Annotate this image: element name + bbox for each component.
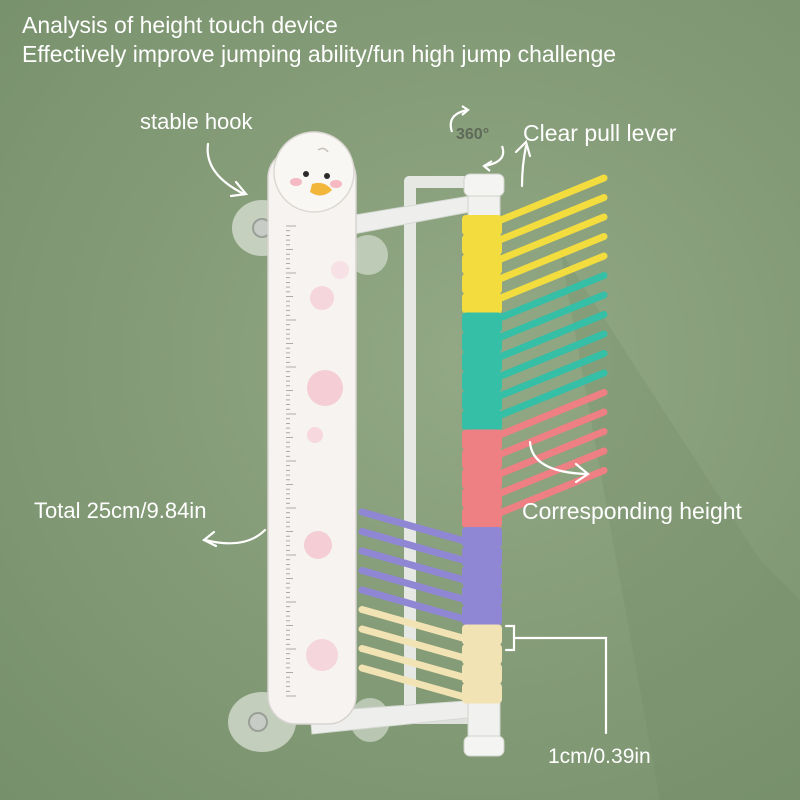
lever-arm[interactable] [358,586,472,624]
lever-arm[interactable] [492,233,608,284]
lever-collar [462,351,502,372]
lever-arm[interactable] [358,606,472,643]
callout-spacing: 1cm/0.39in [548,745,651,768]
lever-collar [462,234,502,255]
lever-arm[interactable] [492,194,608,245]
lever-collar [462,312,502,333]
lever-arm[interactable] [492,330,608,382]
lever-arm[interactable] [358,528,472,565]
lever-collar [462,254,502,275]
rotation-icon [449,105,505,172]
headline-subtitle: Effectively improve jumping ability/fun … [22,41,617,67]
lever-arm[interactable] [492,311,608,362]
lever-arm[interactable] [358,664,472,702]
lever-arm[interactable] [492,291,608,343]
lever-arm[interactable] [492,213,608,265]
lever-arm[interactable] [492,369,608,421]
lever-collar [462,429,502,450]
lever-collar [462,215,502,236]
lever-arm[interactable] [358,508,472,546]
lever-arm[interactable] [358,645,472,682]
lever-arm[interactable] [492,174,608,226]
lever-arm[interactable] [492,252,608,304]
callout-arrows [201,139,608,735]
ruler-ticks [286,225,296,697]
arrow-height-head [574,462,590,484]
lever-collar [462,605,502,626]
lever-collar [462,371,502,392]
lever-arm[interactable] [358,625,472,663]
headline-title: Analysis of height touch device [22,12,338,38]
arrow-total-head [201,530,218,548]
lever-arms-upper [492,174,608,518]
lever-arm[interactable] [492,389,608,440]
callout-clear-pull-lever: Clear pull lever [523,120,677,146]
lever-arm[interactable] [358,567,472,604]
lever-collar [462,410,502,431]
lever-arm[interactable] [492,408,608,460]
arrow-hook-head [229,180,249,198]
lever-collar [462,449,502,470]
pole-top-cap [463,173,505,197]
callout-stable-hook: stable hook [140,109,253,134]
lever-arm[interactable] [492,272,608,323]
lever-collar [462,468,502,489]
arrow-total [203,528,267,545]
lever-collar [462,293,502,314]
lever-collar [462,683,502,704]
spacing-leader [512,636,608,735]
lever-collar [462,566,502,587]
arrow-lever [520,144,528,188]
lever-collar [462,488,502,509]
lever-collar [462,332,502,353]
ruler-board [267,149,357,725]
lever-arm[interactable] [492,467,608,518]
lever-collar [462,527,502,548]
lever-collars [462,215,502,704]
lever-arm[interactable] [492,447,608,499]
callout-total-height: Total 25cm/9.84in [34,498,207,523]
lever-collar [462,585,502,606]
lever-collar [462,644,502,665]
lever-collar [462,507,502,528]
rotation-label: 360° [456,126,490,143]
lever-collar [462,663,502,684]
duck-head [273,131,355,213]
lever-arm[interactable] [492,350,608,401]
lever-collar [462,273,502,294]
arrow-hook [206,142,246,196]
lever-arm[interactable] [492,428,608,479]
lever-arm[interactable] [358,547,472,585]
lever-collar [462,546,502,567]
lever-arms-lower [358,508,472,702]
wall-shadow [560,250,800,800]
lever-collar [462,624,502,645]
arrow-lever-head [514,139,532,158]
lever-collar [462,390,502,411]
arrow-height [528,440,588,476]
pole-bottom-cap [463,735,505,757]
spacing-bracket [504,624,516,652]
callout-corresponding-height: Corresponding height [522,498,742,524]
